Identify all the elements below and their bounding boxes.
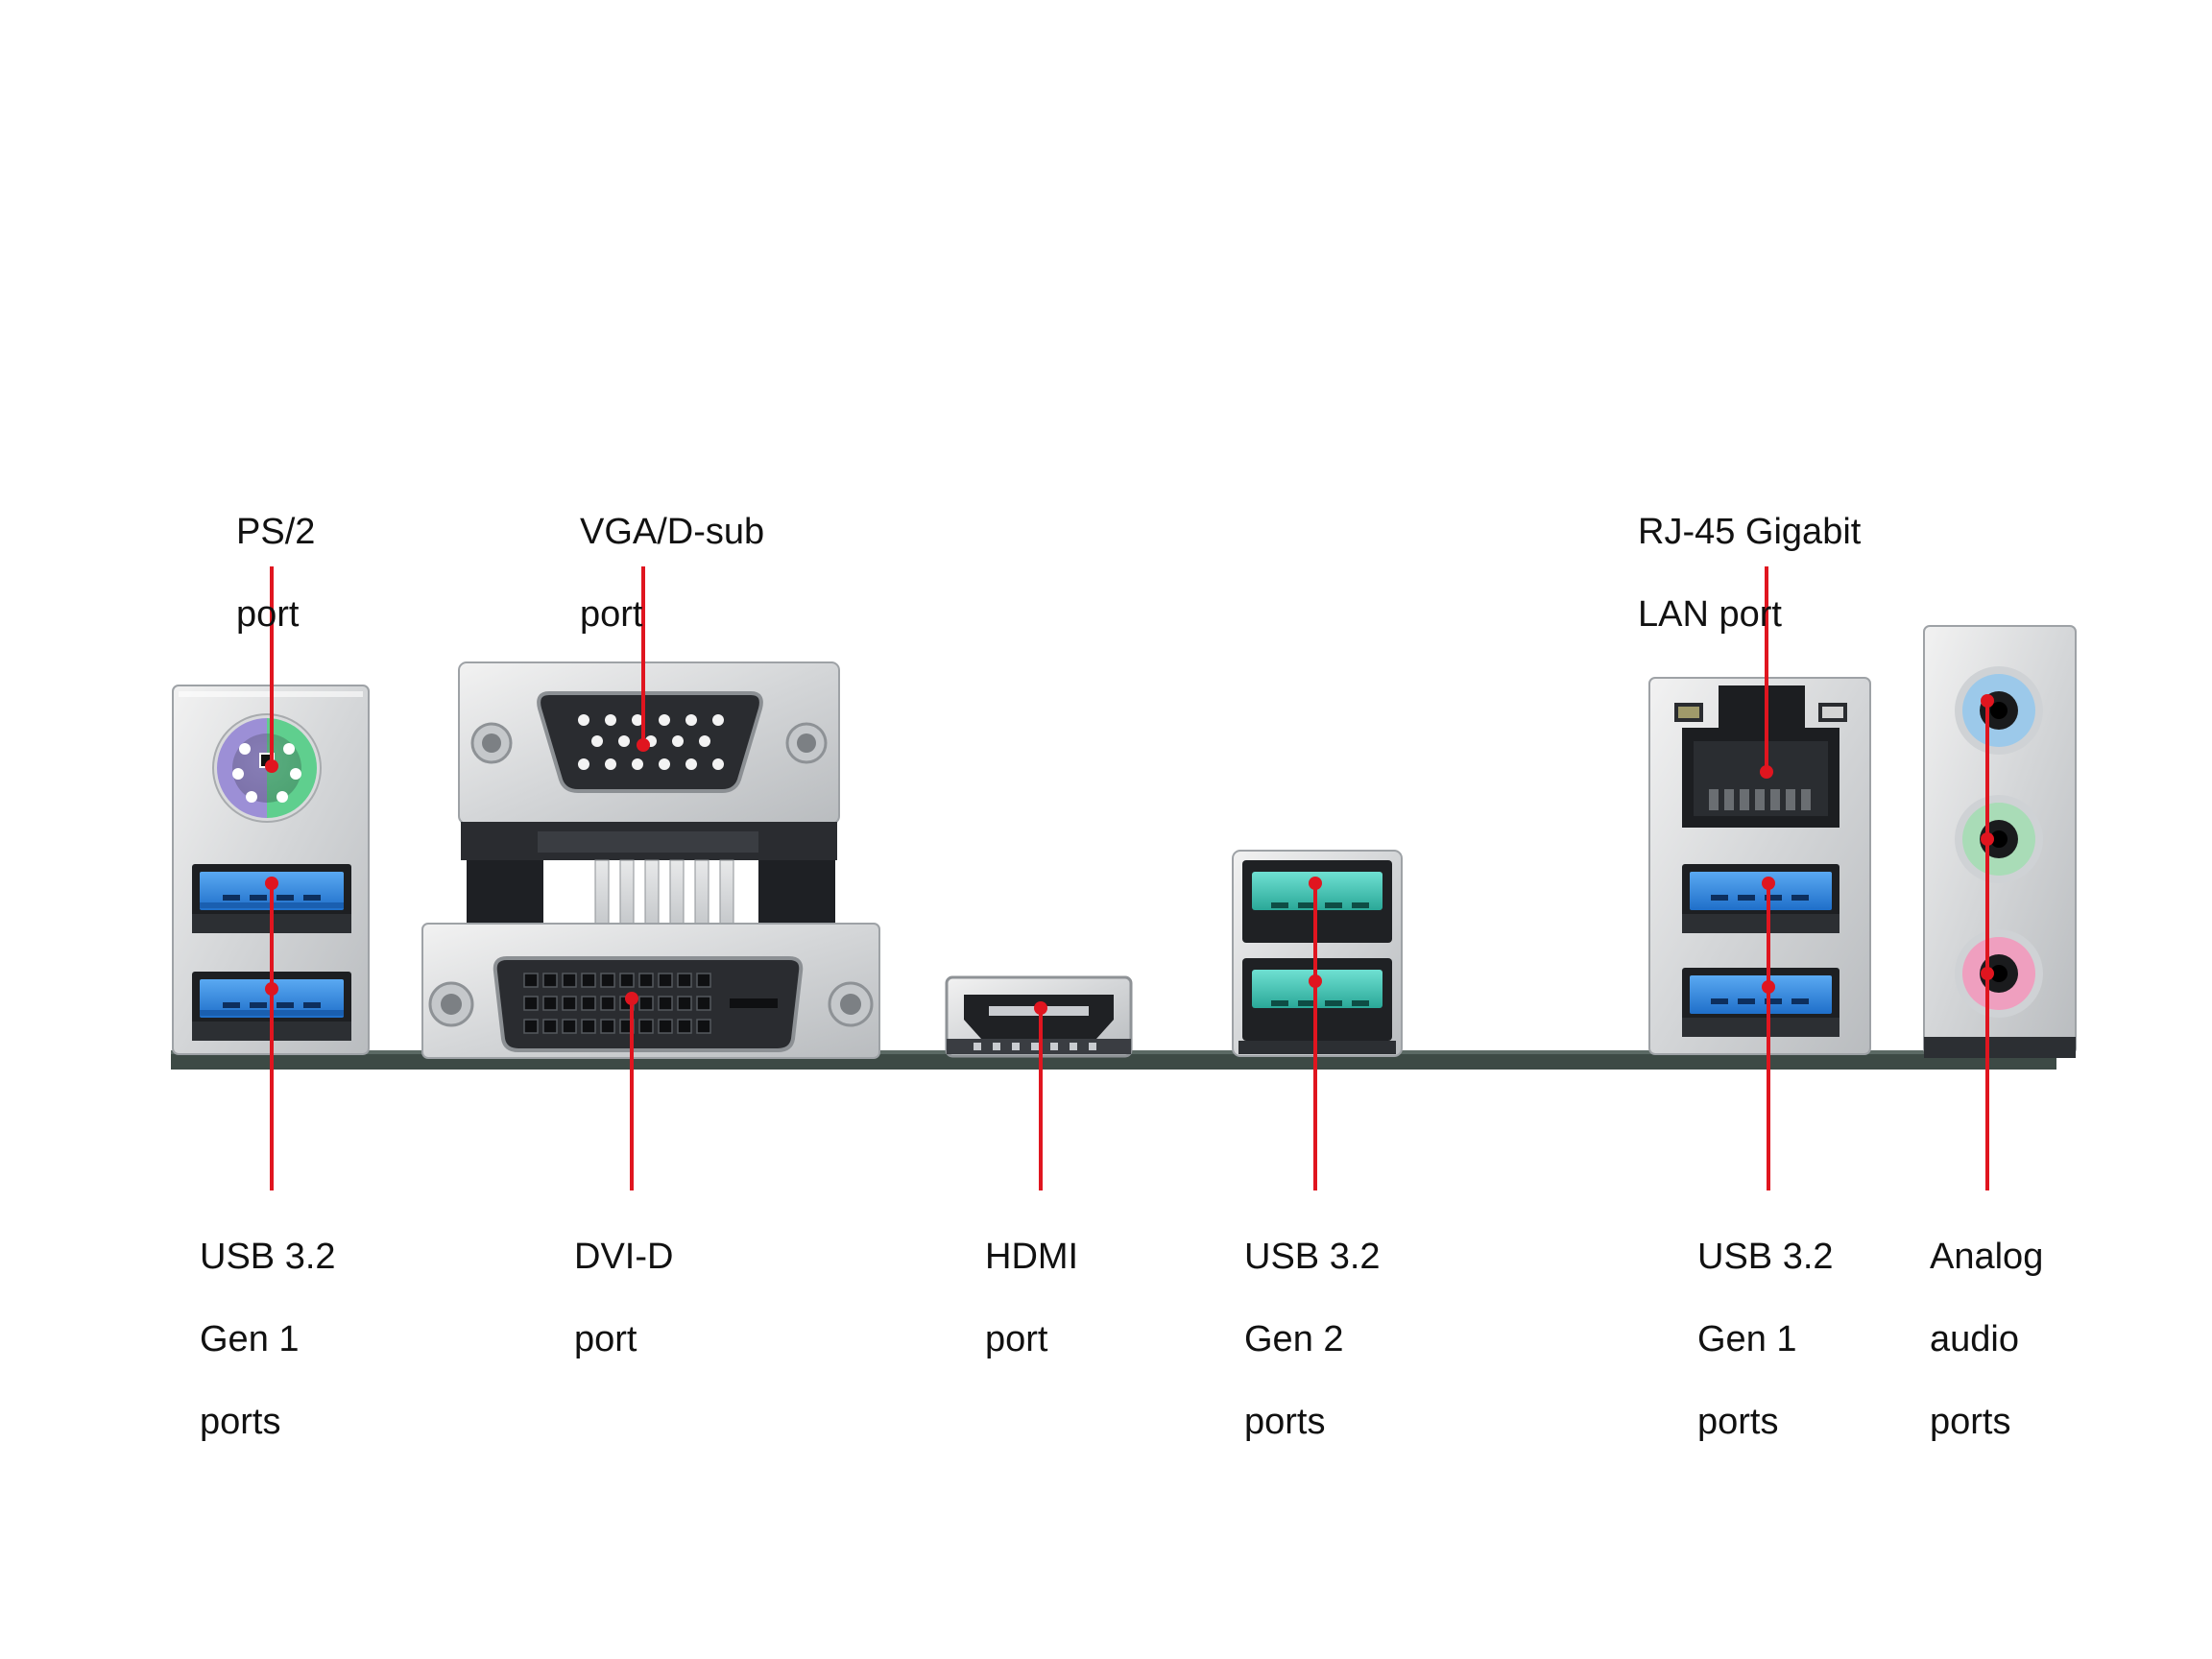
- label-usb-gen1-left: USB 3.2 Gen 1 ports: [200, 1237, 336, 1442]
- label-audio-ports: Analog audio ports: [1930, 1237, 2044, 1442]
- label-dvi-port: DVI-D port: [574, 1237, 674, 1359]
- audio-jack-blue: [1955, 666, 2043, 755]
- label-usb-gen2: USB 3.2 Gen 2 ports: [1244, 1237, 1381, 1442]
- lan-usb-stack: [1648, 677, 1871, 1055]
- usb-gen1-right-bottom: [1682, 968, 1839, 1037]
- label-usb-gen1-right: USB 3.2 Gen 1 ports: [1697, 1237, 1834, 1442]
- label-hdmi-port: HDMI port: [985, 1237, 1079, 1359]
- audio-jack-green: [1955, 795, 2043, 883]
- rj45-port: [1682, 685, 1839, 828]
- vga-dvi-stack: [421, 661, 880, 1059]
- label-lan-port: RJ-45 Gigabit LAN port: [1638, 512, 1862, 635]
- label-ps2-port: PS/2 port: [236, 512, 316, 635]
- usb-gen1-right-top: [1682, 864, 1839, 933]
- audio-jack-pink: [1955, 929, 2043, 1018]
- label-vga-port: VGA/D-sub port: [580, 512, 765, 635]
- audio-stack: [1923, 625, 2077, 1058]
- leader-lines: [265, 566, 1994, 1190]
